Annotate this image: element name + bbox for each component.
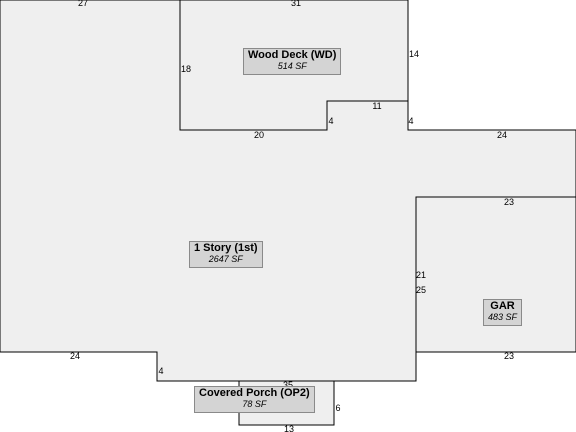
dim-porch-bottom: 13 bbox=[284, 424, 294, 432]
dim-deck-top: 31 bbox=[291, 0, 301, 8]
dim-top-left: 27 bbox=[78, 0, 88, 8]
garage-outline bbox=[415, 196, 576, 353]
dim-garage-left: 21 bbox=[416, 270, 426, 280]
dim-garage-bottom: 23 bbox=[504, 351, 514, 361]
dim-deck-step-right: 4 bbox=[408, 116, 413, 126]
dim-bottom-step: 4 bbox=[158, 366, 163, 376]
dim-garage-top: 23 bbox=[504, 197, 514, 207]
dim-deck-step-left: 4 bbox=[328, 116, 333, 126]
label-main-story: 1 Story (1st) 2647 SF bbox=[189, 241, 263, 268]
dim-deck-left: 18 bbox=[181, 64, 191, 74]
dim-bottom-left: 24 bbox=[70, 351, 80, 361]
covered-porch-size: 78 SF bbox=[242, 399, 267, 409]
wood-deck-size: 514 SF bbox=[277, 61, 307, 71]
label-wood-deck: Wood Deck (WD) 514 SF bbox=[243, 48, 342, 75]
dim-deck-bottom: 20 bbox=[254, 130, 264, 140]
dim-porch-top: 35 bbox=[283, 380, 293, 390]
garage-name: GAR bbox=[490, 300, 515, 312]
main-story-name: 1 Story (1st) bbox=[194, 242, 258, 254]
label-covered-porch: Covered Porch (OP2) 78 SF bbox=[194, 386, 315, 413]
dim-deck-step-width: 11 bbox=[372, 101, 381, 111]
dim-porch-right: 6 bbox=[335, 403, 340, 413]
label-garage: GAR 483 SF bbox=[483, 299, 523, 326]
main-story-size: 2647 SF bbox=[208, 254, 243, 264]
dim-right-top: 24 bbox=[497, 130, 507, 140]
garage-size: 483 SF bbox=[488, 312, 518, 322]
dim-deck-right: 14 bbox=[409, 49, 419, 59]
covered-porch-name: Covered Porch (OP2) bbox=[199, 387, 310, 399]
wood-deck-name: Wood Deck (WD) bbox=[248, 49, 337, 61]
dim-garage-inner: 25 bbox=[416, 285, 426, 295]
